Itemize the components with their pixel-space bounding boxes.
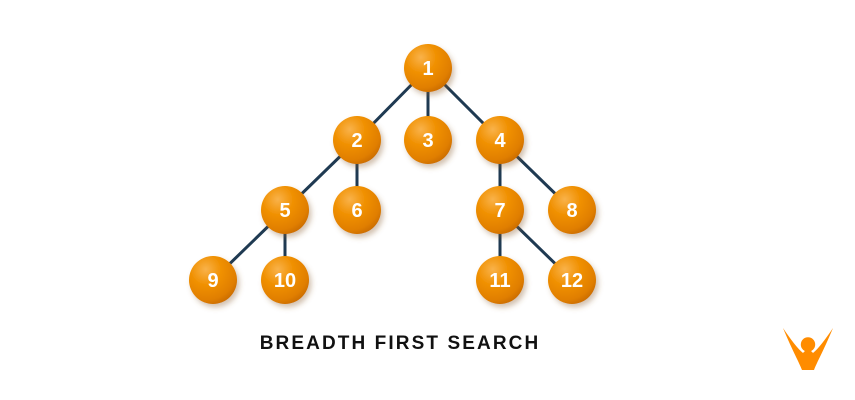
page-title: BREADTH FIRST SEARCH xyxy=(259,333,541,354)
favtutor-person-logo-icon xyxy=(783,328,833,370)
tree-node-10[interactable]: 10 xyxy=(261,256,309,304)
tree-node-12[interactable]: 12 xyxy=(548,256,596,304)
tree-node-circle-6[interactable] xyxy=(333,186,381,234)
tree-node-circle-2[interactable] xyxy=(333,116,381,164)
tree-node-3[interactable]: 3 xyxy=(404,116,452,164)
tree-node-circle-7[interactable] xyxy=(476,186,524,234)
edges-layer xyxy=(211,66,574,282)
tree-node-circle-10[interactable] xyxy=(261,256,309,304)
tree-node-9[interactable]: 9 xyxy=(189,256,237,304)
tree-node-circle-12[interactable] xyxy=(548,256,596,304)
tree-node-11[interactable]: 11 xyxy=(476,256,524,304)
tree-node-circle-5[interactable] xyxy=(261,186,309,234)
tree-node-circle-8[interactable] xyxy=(548,186,596,234)
tree-node-circle-11[interactable] xyxy=(476,256,524,304)
tree-node-1[interactable]: 1 xyxy=(404,44,452,92)
tree-node-circle-4[interactable] xyxy=(476,116,524,164)
tree-node-circle-9[interactable] xyxy=(189,256,237,304)
tree-node-8[interactable]: 8 xyxy=(548,186,596,234)
tree-node-circle-1[interactable] xyxy=(404,44,452,92)
tree-node-7[interactable]: 7 xyxy=(476,186,524,234)
tree-node-circle-3[interactable] xyxy=(404,116,452,164)
tree-node-2[interactable]: 2 xyxy=(333,116,381,164)
tree-node-4[interactable]: 4 xyxy=(476,116,524,164)
tree-node-5[interactable]: 5 xyxy=(261,186,309,234)
tree-node-6[interactable]: 6 xyxy=(333,186,381,234)
